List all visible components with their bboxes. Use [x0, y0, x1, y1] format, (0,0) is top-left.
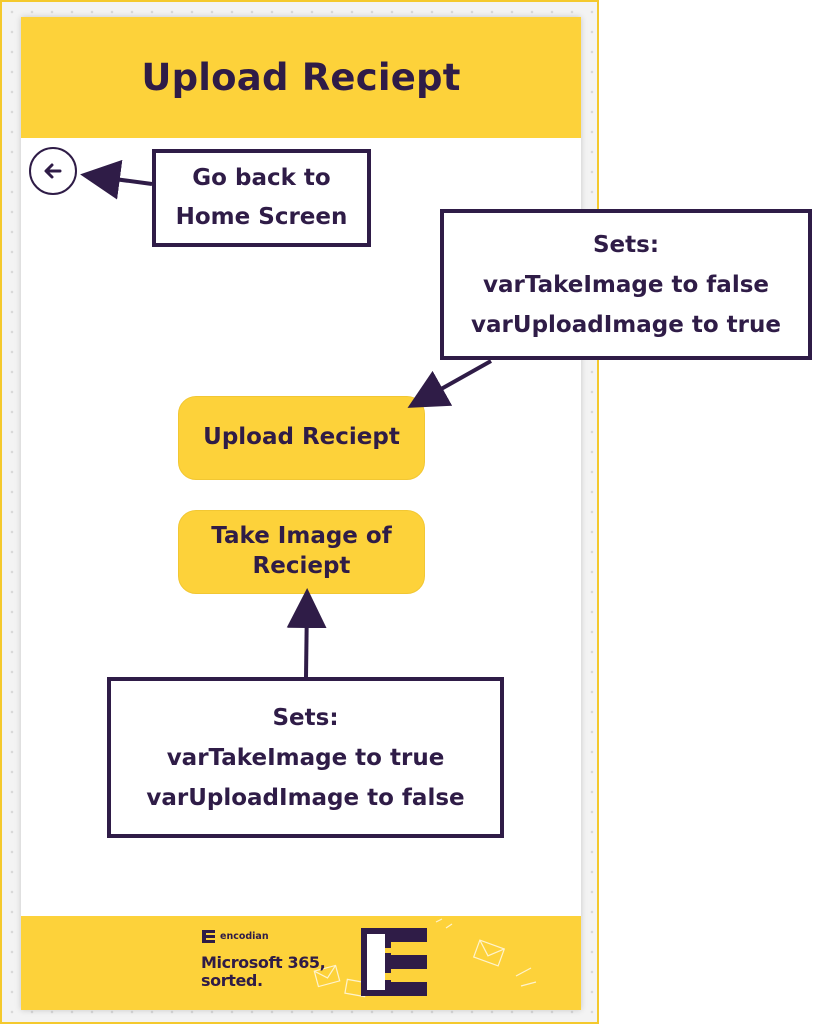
- arrow-left-circle-icon: [44, 163, 62, 179]
- header-bar: Upload Reciept: [21, 17, 581, 138]
- brand-name: encodian: [220, 931, 269, 942]
- footer-banner: encodian Microsoft 365, sorted.: [21, 916, 581, 1010]
- page-title: Upload Reciept: [141, 56, 461, 99]
- tagline-line-1: Microsoft 365,: [201, 953, 326, 972]
- annotation-take-image: Sets: varTakeImage to true varUploadImag…: [107, 677, 504, 838]
- annotation-back-line-2: Home Screen: [175, 204, 348, 230]
- annotation-take-line-3: varUploadImage to false: [146, 784, 465, 811]
- encodian-mini-logo: [202, 930, 215, 943]
- annotation-upload-line-3: varUploadImage to true: [471, 311, 781, 338]
- take-image-button[interactable]: Take Image of Reciept: [178, 510, 425, 594]
- annotation-upload: Sets: varTakeImage to false varUploadIma…: [440, 209, 812, 360]
- annotation-take-line-1: Sets:: [272, 704, 339, 731]
- annotation-upload-line-2: varTakeImage to false: [483, 271, 769, 298]
- upload-receipt-button[interactable]: Upload Reciept: [178, 396, 425, 480]
- annotation-back: Go back to Home Screen: [152, 149, 371, 247]
- annotation-upload-line-1: Sets:: [592, 231, 660, 258]
- encodian-logo: [361, 928, 427, 996]
- footer-tagline: Microsoft 365, sorted.: [201, 953, 326, 990]
- tagline-line-2: sorted.: [201, 971, 263, 990]
- annotation-take-line-2: varTakeImage to true: [166, 744, 445, 771]
- back-button[interactable]: [29, 147, 77, 195]
- brand-mark: encodian: [202, 930, 269, 943]
- envelope-doodles-icon: [313, 918, 537, 998]
- annotation-back-line-1: Go back to: [192, 165, 331, 191]
